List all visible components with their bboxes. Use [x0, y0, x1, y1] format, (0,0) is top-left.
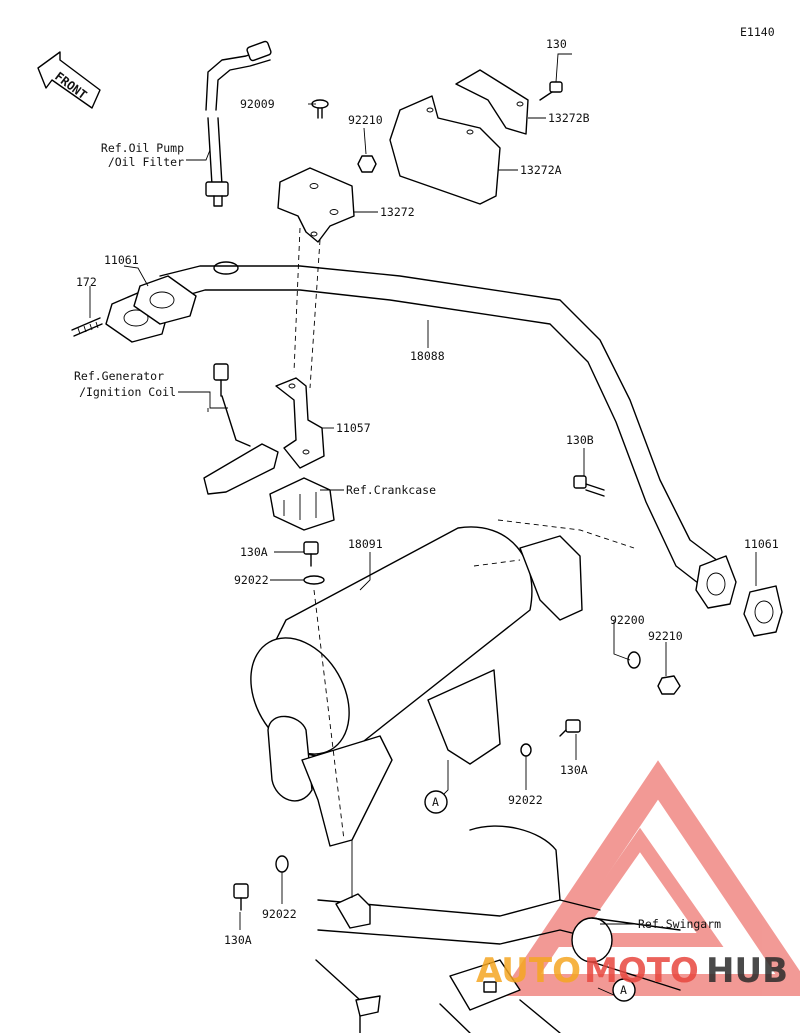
oil-hose [205, 40, 272, 207]
bolt-130A-lower-icon [233, 883, 249, 911]
screw-92009-icon [311, 99, 329, 119]
label-130: 130 [546, 37, 567, 51]
label-130A-upper: 130A [240, 545, 268, 559]
label-13272: 13272 [380, 205, 415, 219]
label-11061-left: 11061 [104, 253, 139, 267]
ref-crankcase: Ref.Crankcase [346, 483, 436, 497]
heat-shield-13272B [455, 69, 529, 135]
label-18088: 18088 [410, 349, 445, 363]
callout-a-left-label: A [432, 795, 439, 809]
label-11057: 11057 [336, 421, 371, 435]
gasket-11061-left [105, 275, 197, 343]
watermark-word-auto: AUTO [476, 951, 581, 991]
bracket-13272 [277, 167, 355, 243]
washer-icon [213, 261, 239, 275]
watermark-word-hub: HUB [706, 951, 788, 991]
exhaust-pipe-18088 [159, 265, 731, 601]
nut-92210-icon [357, 155, 377, 173]
bolt-130A-right-icon [559, 719, 581, 737]
label-130B: 130B [566, 433, 594, 447]
bolt-130-icon [539, 81, 563, 101]
label-92210-right: 92210 [648, 629, 683, 643]
label-13272A: 13272A [520, 163, 562, 177]
crankcase-stub [269, 477, 335, 531]
washer-92200-icon [627, 651, 641, 669]
stud-172-icon [71, 317, 103, 337]
label-92200: 92200 [610, 613, 645, 627]
label-92210-top: 92210 [348, 113, 383, 127]
diagram-code: E1140 [740, 25, 775, 39]
callout-a-right: A [612, 978, 636, 1002]
watermark-text: AUTO MOTO HUB [476, 951, 788, 991]
ref-oil-pump-line2: /Oil Filter [108, 155, 184, 169]
washer-92022-lower-icon [275, 855, 289, 873]
label-130A-right: 130A [560, 763, 588, 777]
bolt-130A-upper-icon [303, 541, 319, 567]
bracket-11057 [203, 363, 325, 495]
label-18091: 18091 [348, 537, 383, 551]
callout-a-right-label: A [620, 983, 627, 997]
label-13272B: 13272B [548, 111, 590, 125]
ref-generator-line1: Ref.Generator [74, 369, 164, 383]
washer-92022-right-icon [520, 743, 532, 757]
heat-shield-13272A [389, 95, 501, 205]
washer-92022-icon [303, 575, 325, 585]
label-92009: 92009 [240, 97, 275, 111]
label-130A-lower: 130A [224, 933, 252, 947]
leader-lines [89, 53, 757, 997]
label-92022-upper: 92022 [234, 573, 269, 587]
swingarm [315, 825, 681, 1033]
ref-swingarm: Ref.Swingarm [638, 917, 721, 931]
label-11061-right: 11061 [744, 537, 779, 551]
callout-a-left: A [424, 790, 448, 814]
nut-92210-right-icon [657, 675, 681, 695]
bolt-130B-icon [573, 475, 605, 497]
front-arrow-icon: FRONT [37, 51, 101, 109]
gasket-11061-right [695, 555, 783, 637]
ref-generator-line2: /Ignition Coil [79, 385, 176, 399]
watermark-inner-triangle-icon [556, 827, 724, 947]
watermark-word-moto: MOTO [584, 951, 699, 991]
label-92022-right: 92022 [508, 793, 543, 807]
watermark-triangle-icon [499, 760, 800, 996]
label-172: 172 [76, 275, 97, 289]
label-92022-lower: 92022 [262, 907, 297, 921]
ref-oil-pump-line1: Ref.Oil Pump [101, 141, 184, 155]
muffler-18091 [250, 526, 583, 847]
watermark-logo [499, 760, 800, 996]
